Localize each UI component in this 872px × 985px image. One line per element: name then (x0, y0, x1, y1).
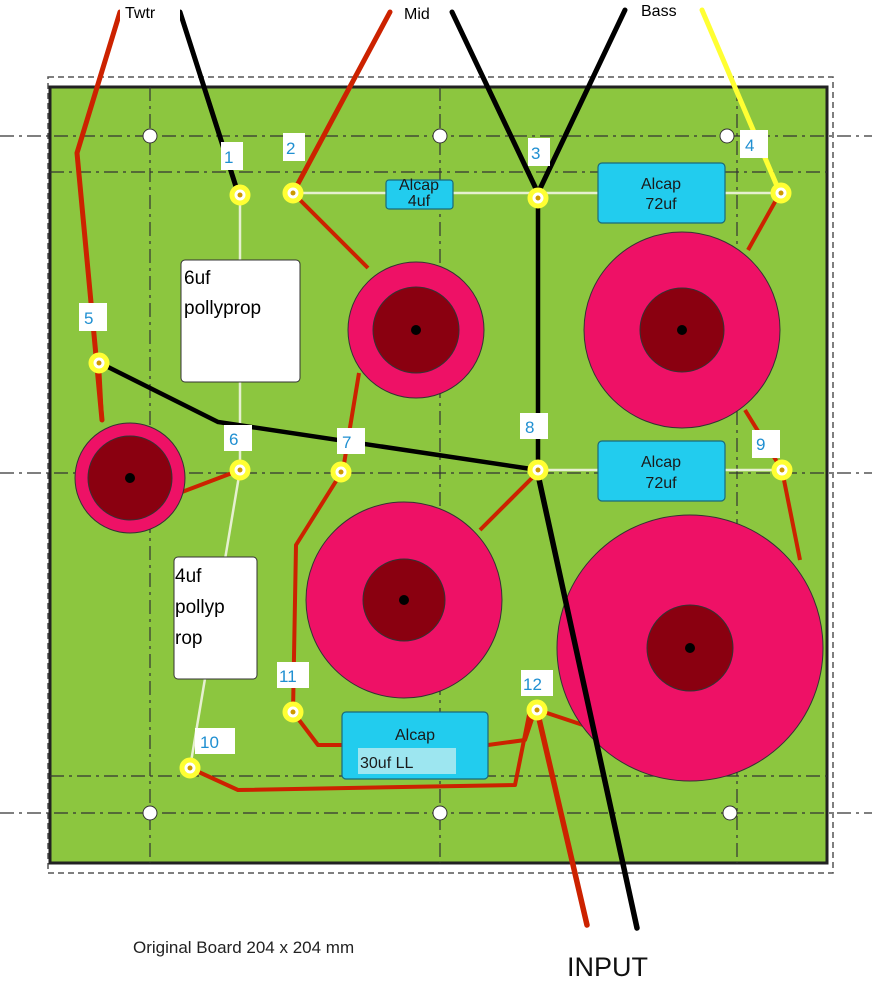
mid-black-lead (449, 9, 541, 196)
mounting-hole (722, 805, 738, 821)
cap-film-6uf: 6uf pollyprop (180, 259, 301, 383)
input-label: INPUT (567, 952, 648, 980)
node-label-5: 5 (84, 309, 93, 328)
mounting-hole (142, 128, 158, 144)
inductor-coils (74, 231, 824, 782)
node-label-3: 3 (531, 144, 540, 163)
node-labels: 1 2 3 4 5 6 7 8 9 10 11 12 (79, 130, 780, 754)
board-outline-dashed (47, 76, 834, 874)
mounting-holes (142, 128, 738, 821)
mounting-hole (142, 805, 158, 821)
label-mid: Mid (404, 6, 430, 23)
node-label-12: 12 (523, 675, 542, 694)
film-4-line3: rop (175, 628, 202, 649)
inductor-bass-lower (556, 514, 824, 782)
inductor-tweeter (74, 422, 186, 534)
film-6-line1: 6uf (184, 268, 211, 289)
node-label-4: 4 (745, 136, 754, 155)
film-6-line2: pollyprop (184, 298, 261, 319)
input-red-lead (534, 707, 590, 928)
cap-72b-line1: Alcap (641, 454, 681, 471)
label-bass: Bass (641, 3, 677, 20)
bass-black-lead (535, 7, 628, 196)
mid-red-lead (290, 9, 393, 196)
cap-film-4uf: 4uf pollyp rop (173, 556, 258, 680)
inductor-mid-upper (347, 261, 485, 399)
cap-30-line1: Alcap (395, 727, 435, 744)
cap-alcap-72uf-upper: Alcap 72uf (597, 162, 726, 224)
cap-72a-line1: Alcap (641, 176, 681, 193)
input-black-lead (534, 467, 640, 931)
cap-72a-line2: 72uf (645, 196, 677, 213)
board-size-caption: Original Board 204 x 204 mm (133, 938, 354, 957)
cap-alcap-30uf: Alcap 30uf LL (341, 711, 489, 780)
node-label-1: 1 (224, 148, 233, 167)
black-trace (98, 360, 539, 473)
node-label-9: 9 (756, 435, 765, 454)
mounting-hole (719, 128, 735, 144)
speaker-leads (74, 7, 783, 931)
label-twtr: Twtr (125, 5, 156, 22)
film-4-line1: 4uf (175, 566, 202, 587)
film-4-line2: pollyp (175, 597, 225, 618)
node-label-10: 10 (200, 733, 219, 752)
cap-30-line2: 30uf LL (360, 755, 413, 772)
cap-4uf-line2: 4uf (408, 193, 431, 210)
cap-4uf-line1: Alcap (399, 177, 439, 194)
bass-yellow-lead (699, 7, 783, 196)
cap-72b-line2: 72uf (645, 475, 677, 492)
node-label-7: 7 (342, 433, 351, 452)
cap-alcap-4uf: Alcap 4uf (385, 177, 454, 210)
inductor-mid-lower (305, 501, 503, 699)
node-label-8: 8 (525, 418, 534, 437)
node-label-6: 6 (229, 430, 238, 449)
mounting-hole (432, 128, 448, 144)
mounting-hole (432, 805, 448, 821)
cap-alcap-72uf-lower: Alcap 72uf (597, 440, 726, 502)
node-label-2: 2 (286, 139, 295, 158)
node-label-11: 11 (279, 667, 297, 686)
inductor-bass-upper (583, 231, 781, 429)
